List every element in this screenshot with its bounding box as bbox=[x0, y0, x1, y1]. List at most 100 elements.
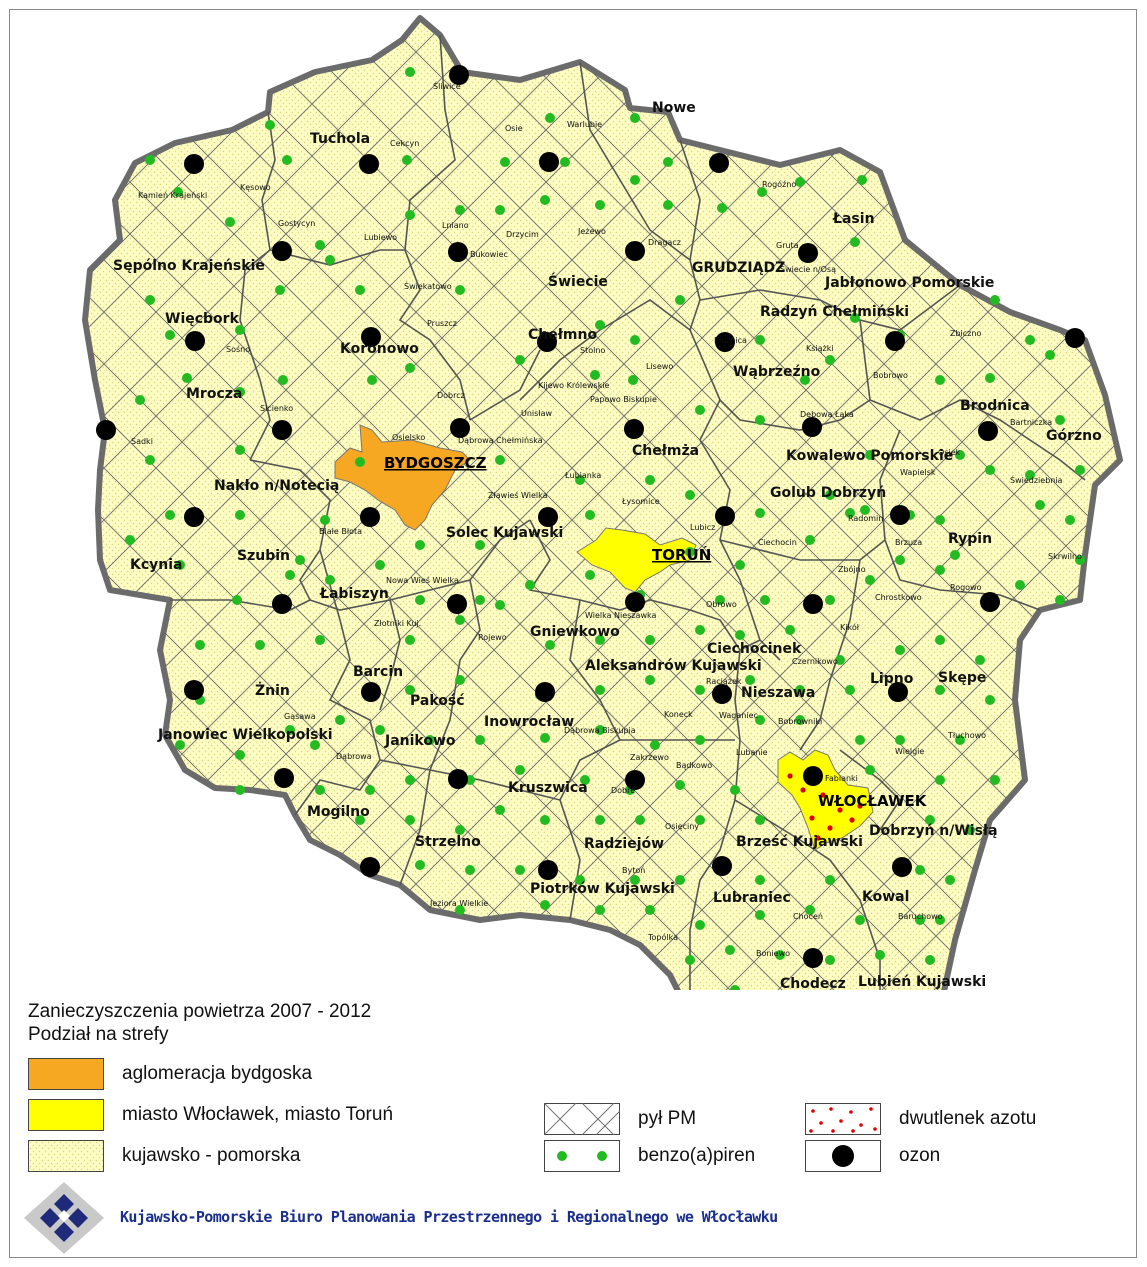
locality-label: Świecie n/Osą bbox=[780, 263, 836, 274]
locality-label: Skrwilno bbox=[1048, 552, 1082, 561]
benzoapiren-marker bbox=[663, 157, 673, 167]
locality-label: Lniano bbox=[442, 221, 469, 230]
locality-label: Chrostkowo bbox=[875, 593, 922, 602]
swatch-yellow bbox=[28, 1099, 104, 1131]
locality-label: Pruszcz bbox=[427, 319, 457, 328]
benzoapiren-marker bbox=[285, 570, 295, 580]
benzoapiren-marker bbox=[935, 775, 945, 785]
benzoapiren-marker bbox=[1065, 515, 1075, 525]
benzoapiren-marker bbox=[515, 865, 525, 875]
ozone-marker bbox=[272, 594, 292, 614]
locality-label: Sośno bbox=[226, 344, 250, 354]
benzoapiren-marker bbox=[595, 815, 605, 825]
benzoapiren-marker bbox=[310, 740, 320, 750]
benzoapiren-marker bbox=[755, 910, 765, 920]
benzoapiren-marker bbox=[585, 510, 595, 520]
town-label: Solec Kujawski bbox=[446, 525, 563, 541]
benzoapiren-marker bbox=[935, 515, 945, 525]
ozone-marker bbox=[449, 65, 469, 85]
benzoapiren-marker bbox=[895, 555, 905, 565]
locality-label: Jeziora Wielkie bbox=[429, 899, 488, 908]
benzoapiren-marker bbox=[935, 635, 945, 645]
benzoapiren-marker bbox=[575, 875, 585, 885]
benzoapiren-marker bbox=[685, 547, 695, 557]
benzoapiren-marker bbox=[630, 335, 640, 345]
benzoapiren-marker bbox=[525, 580, 535, 590]
ozone-marker bbox=[624, 419, 644, 439]
locality-label: Zbiczno bbox=[950, 329, 981, 338]
locality-label: Warlubie bbox=[567, 120, 602, 129]
ozone-marker bbox=[272, 420, 292, 440]
locality-label: Waganiec bbox=[719, 711, 758, 720]
town-label: Kruszwica bbox=[508, 780, 588, 796]
benzoapiren-marker bbox=[845, 508, 855, 518]
kpbppr-logo-icon bbox=[24, 1182, 104, 1254]
locality-label: Czernikowo bbox=[792, 657, 838, 666]
locality-label: Sadki bbox=[131, 437, 153, 446]
benzoapiren-marker bbox=[695, 815, 705, 825]
benzoapiren-marker bbox=[540, 815, 550, 825]
city-label-wloclawek: WŁOCŁAWEK bbox=[818, 792, 928, 810]
ozone-marker bbox=[625, 241, 645, 261]
benzoapiren-marker bbox=[475, 540, 485, 550]
benzoapiren-marker bbox=[135, 395, 145, 405]
ozone-marker bbox=[802, 417, 822, 437]
benzoapiren-marker bbox=[965, 825, 975, 835]
benzoapiren-marker bbox=[915, 915, 925, 925]
ozone-marker bbox=[539, 152, 559, 172]
swatch-dotted bbox=[28, 1140, 104, 1172]
benzoapiren-marker bbox=[405, 685, 415, 695]
locality-label: Lubiewo bbox=[364, 233, 397, 242]
ozone-marker bbox=[274, 768, 294, 788]
locality-label: Boniewo bbox=[756, 949, 790, 958]
zone-torun[interactable] bbox=[576, 527, 697, 593]
locality-label: Koneck bbox=[664, 710, 693, 719]
town-label: Strzelno bbox=[415, 834, 481, 850]
locality-label: Jeżewo bbox=[577, 227, 606, 236]
benzoapiren-marker bbox=[455, 205, 465, 215]
ozone-marker bbox=[272, 241, 292, 261]
benzoapiren-marker bbox=[645, 635, 655, 645]
benzoapiren-marker bbox=[755, 508, 765, 518]
benzoapiren-marker bbox=[1055, 595, 1065, 605]
benzoapiren-marker bbox=[495, 455, 505, 465]
benzoapiren-marker bbox=[865, 765, 875, 775]
locality-label: Osiek bbox=[938, 448, 961, 457]
benzoapiren-marker bbox=[663, 200, 673, 210]
zone-bydgoszcz[interactable] bbox=[334, 424, 471, 531]
ozone-marker bbox=[360, 507, 380, 527]
benzoapiren-marker bbox=[875, 950, 885, 960]
legend-label: benzo(a)piren bbox=[638, 1145, 756, 1166]
locality-label: Płużnica bbox=[714, 336, 747, 345]
benzoapiren-marker bbox=[650, 740, 660, 750]
benzoapiren-marker bbox=[895, 735, 905, 745]
town-label: Brześć Kujawski bbox=[736, 834, 863, 850]
swatch-orange bbox=[28, 1058, 104, 1090]
locality-label: Rojewo bbox=[478, 633, 507, 642]
benzoapiren-marker bbox=[850, 237, 860, 247]
benzoapiren-marker bbox=[590, 370, 600, 380]
benzoapiren-marker bbox=[825, 875, 835, 885]
benzoapiren-marker bbox=[465, 865, 475, 875]
town-label: Tuchola bbox=[310, 131, 370, 147]
locality-label: Wielgie bbox=[895, 747, 924, 756]
legend-zone-kujawsko: kujawsko - pomorska bbox=[28, 1140, 300, 1172]
black-dot-swatch-icon bbox=[805, 1140, 881, 1172]
benzoapiren-marker bbox=[580, 775, 590, 785]
ozone-marker bbox=[184, 507, 204, 527]
ozone-marker bbox=[448, 242, 468, 262]
locality-label: Fabianki bbox=[825, 774, 858, 783]
town-label: Pakość bbox=[410, 693, 465, 709]
benzoapiren-marker bbox=[367, 375, 377, 385]
town-label: Gniewkowo bbox=[530, 624, 620, 640]
zone-wloclawek[interactable] bbox=[777, 749, 874, 851]
hatch-swatch-icon bbox=[544, 1103, 620, 1135]
benzoapiren-marker bbox=[145, 295, 155, 305]
ozone-marker bbox=[980, 592, 1000, 612]
benzoapiren-marker bbox=[825, 490, 835, 500]
benzoapiren-marker bbox=[182, 373, 192, 383]
benzoapiren-marker bbox=[855, 915, 865, 925]
locality-label: Lisewo bbox=[646, 362, 673, 371]
benzoapiren-marker bbox=[173, 187, 183, 197]
